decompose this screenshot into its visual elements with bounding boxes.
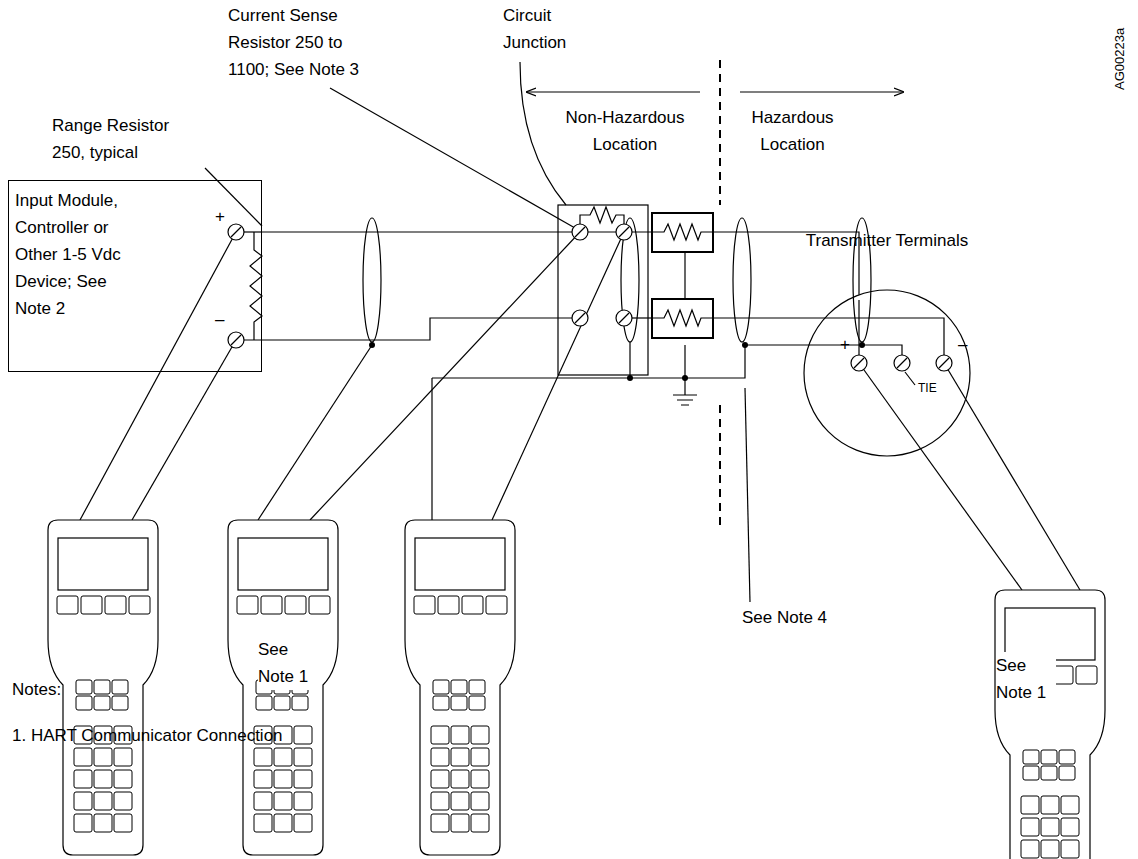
- terminal-sign: +: [215, 203, 229, 230]
- terminal-name: TIE: [918, 380, 958, 396]
- notes-heading: Notes:: [12, 676, 92, 703]
- drawing-number: AG00223a: [1112, 10, 1128, 90]
- terminal-sign: –: [215, 306, 229, 333]
- screw-terminals: [228, 224, 632, 348]
- callout-label: Current Sense Resistor 250 to 1100; See …: [228, 2, 378, 83]
- note-reference: See Note 1: [258, 636, 318, 690]
- callout-label: Circuit Junction: [503, 2, 588, 56]
- dots: [369, 342, 865, 381]
- terminal-sign: +: [840, 331, 854, 358]
- callout-label: Range Resistor 250, typical: [52, 112, 182, 166]
- device-label: Input Module, Controller or Other 1-5 Vd…: [15, 187, 140, 322]
- wires: [80, 60, 1080, 602]
- area-label: Non-Hazardous Location: [555, 104, 695, 158]
- transmitter-circle: Transmitter Terminals: [803, 289, 971, 457]
- barrier-resistor: [652, 213, 713, 338]
- circle-outline: [803, 289, 971, 457]
- note-reference: See Note 4: [742, 604, 852, 631]
- area-label: Hazardous Location: [740, 104, 845, 158]
- transmitter-heading: Transmitter Terminals: [782, 227, 992, 254]
- note-reference: See Note 1: [996, 652, 1056, 706]
- hart-communicator: [48, 520, 1105, 859]
- terminal-sign: –: [958, 331, 972, 358]
- transmitter-terminals: [851, 355, 952, 371]
- loop-wire: [262, 232, 859, 295]
- note-text: 1. HART Communicator Connection: [12, 722, 372, 749]
